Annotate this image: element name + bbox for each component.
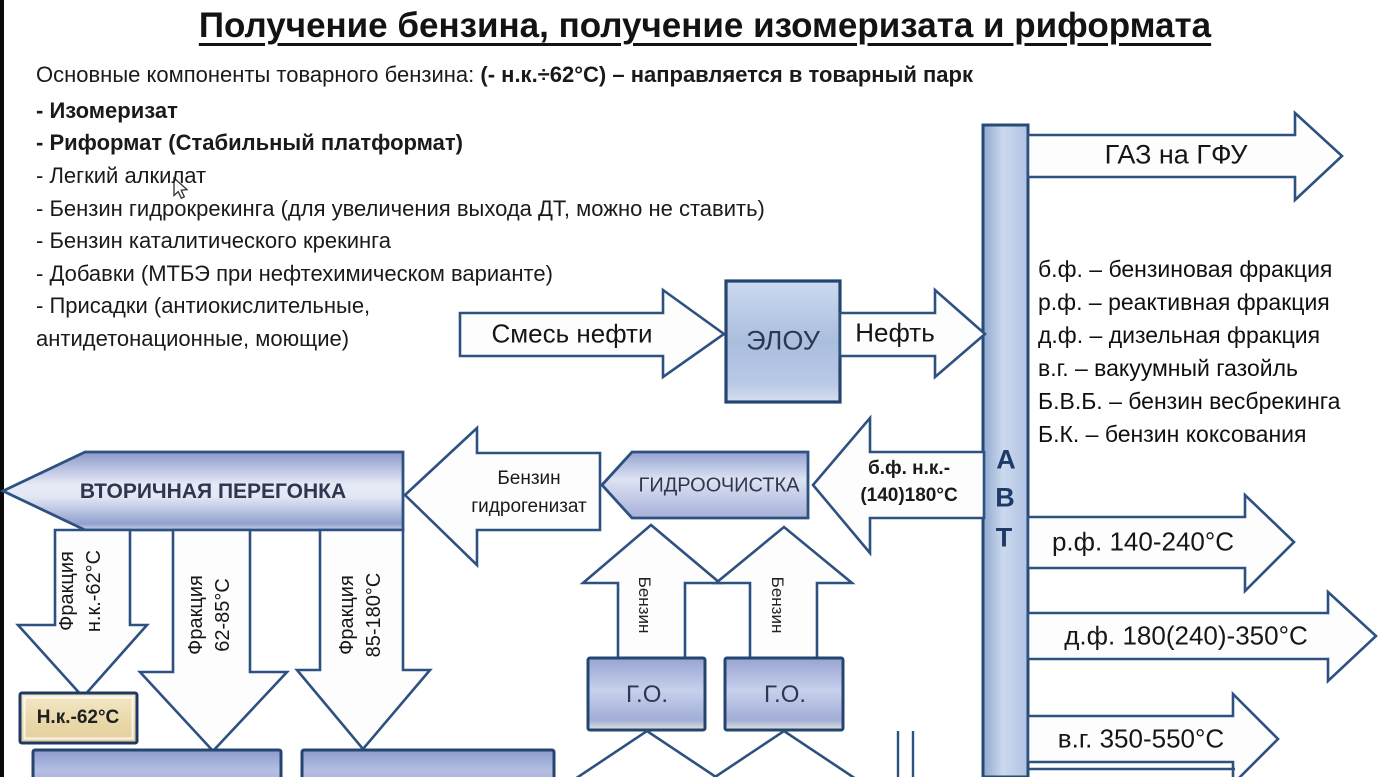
component-item: - Изомеризат bbox=[36, 98, 178, 123]
legend-line: в.г. – вакуумный газойль bbox=[1038, 355, 1298, 381]
component-item: - Риформат (Стабильный платформат) bbox=[36, 130, 463, 155]
fraction-label-line1: Фракция bbox=[56, 551, 78, 631]
go-label-2: Г.О. bbox=[763, 681, 807, 708]
nk62-label: Н.к.-62°С bbox=[36, 707, 120, 728]
vg-label: в.г. 350-550°С bbox=[1057, 723, 1225, 754]
intro-prefix: Основные компоненты товарного бензина: bbox=[36, 62, 481, 87]
bf-to-gidro-arrow bbox=[811, 414, 986, 557]
df-fraction-arrow bbox=[1026, 589, 1378, 685]
oil-mix-arrow bbox=[458, 287, 727, 380]
legend-line: р.ф. – реактивная фракция bbox=[1038, 289, 1330, 315]
legend-line: Б.К. – бензин коксования bbox=[1038, 421, 1307, 447]
go-label-1: Г.О. bbox=[625, 681, 669, 708]
intro-bold: (- н.к.÷62°С) – направляется в товарный … bbox=[480, 62, 973, 87]
fraction-label-line2: 85-180°С bbox=[363, 572, 385, 658]
fraction-nk62-down-arrow bbox=[15, 528, 150, 699]
component-item: - Бензин гидрокрекинга (для увеличения в… bbox=[36, 196, 765, 221]
benzin-up-arrow-2 bbox=[712, 525, 856, 660]
benzin-up-arrow-1 bbox=[579, 523, 724, 660]
gas-to-gfu-arrow bbox=[1026, 110, 1344, 203]
fraction-85-180-label: Фракция 85-180°С bbox=[334, 573, 388, 658]
oil-arrow bbox=[838, 287, 987, 380]
intro-line: Основные компоненты товарного бензина: (… bbox=[36, 62, 973, 88]
benzin-gidrogenizat-label: Бензин гидрогенизат bbox=[471, 465, 587, 521]
gidroochistka-label: ГИДРООЧИСТКА bbox=[638, 474, 800, 497]
nk62-box-shape bbox=[18, 691, 139, 745]
bf-feed-label-line1: б.ф. н.к.- bbox=[867, 458, 951, 479]
bottom-unit-box-1 bbox=[31, 748, 283, 777]
oil-mix-label: Смесь нефти bbox=[491, 318, 653, 349]
benzin-gidrogenizat-line2: гидрогенизат bbox=[471, 496, 587, 517]
bf-feed-label: б.ф. н.к.- (140)180°С bbox=[860, 455, 957, 509]
fraction-62-85-down-arrow bbox=[137, 528, 290, 753]
benzin-gidrogenizat-line1: Бензин bbox=[497, 468, 561, 489]
component-item: - Легкий алкилат bbox=[36, 163, 207, 188]
go-feed-arrowhead-1 bbox=[575, 729, 719, 777]
avt-column-shape bbox=[981, 123, 1030, 777]
df-label: д.ф. 180(240)-350°С bbox=[1064, 620, 1308, 651]
benzin-gidrogenizat-arrow bbox=[403, 425, 602, 569]
rf-label: р.ф. 140-240°С bbox=[1051, 526, 1235, 557]
component-item: - Добавки (МТБЭ при нефтехимическом вари… bbox=[36, 261, 553, 286]
benzin-up-label-1: Бензин bbox=[635, 576, 654, 634]
component-item: - Бензин каталитического крекинга bbox=[36, 228, 391, 253]
gas-to-gfu-label: ГАЗ на ГФУ bbox=[1104, 139, 1248, 170]
vtorichnaya-peregonka-label: ВТОРИЧНАЯ ПЕРЕГОНКА bbox=[79, 480, 347, 503]
fraction-label-line2: 62-85°С bbox=[212, 578, 234, 652]
cut-arrow-tail-lines bbox=[896, 731, 915, 777]
abbreviation-legend: б.ф. – бензиновая фракция р.ф. – реактив… bbox=[1038, 253, 1340, 451]
fraction-label-line1: Фракция bbox=[336, 575, 358, 655]
avt-letter-v: В bbox=[995, 482, 1015, 513]
fraction-85-180-down-arrow bbox=[294, 528, 433, 752]
vg-fraction-arrow bbox=[1026, 690, 1280, 777]
fraction-62-85-label: Фракция 62-85°С bbox=[183, 575, 237, 655]
legend-line: Б.В.Б. – бензин весбрекинга bbox=[1038, 388, 1341, 414]
elou-box-shape bbox=[724, 279, 842, 404]
slide-title: Получение бензина, получение изомеризата… bbox=[198, 6, 1212, 45]
fraction-nk62-label: Фракция н.к.-62°С bbox=[54, 550, 108, 632]
elou-label: ЭЛОУ bbox=[746, 325, 820, 356]
rf-fraction-arrow bbox=[1026, 491, 1296, 595]
nk62-box-inner-stroke bbox=[23, 696, 134, 740]
benzin-up-label-2: Бензин bbox=[768, 576, 787, 634]
oil-label: Нефть bbox=[855, 317, 935, 348]
avt-letter-t: Т bbox=[995, 522, 1013, 553]
fraction-label-line2: н.к.-62°С bbox=[83, 549, 105, 633]
gidroochistka-shape bbox=[600, 450, 810, 520]
legend-line: б.ф. – бензиновая фракция bbox=[1038, 256, 1333, 282]
go-feed-arrowhead-2 bbox=[712, 729, 856, 777]
legend-line: д.ф. – дизельная фракция bbox=[1038, 322, 1321, 348]
video-letterbox-strip bbox=[0, 0, 4, 777]
fraction-label-line1: Фракция bbox=[185, 575, 207, 655]
bf-feed-label-line2: (140)180°С bbox=[860, 485, 958, 506]
mouse-cursor-icon bbox=[173, 176, 189, 200]
bottom-unit-box-2 bbox=[300, 748, 556, 777]
component-item: антидетонационные, моющие) bbox=[36, 326, 350, 351]
vtorichnaya-peregonka-shape bbox=[0, 450, 405, 532]
avt-letter-a: А bbox=[996, 444, 1016, 475]
component-item: - Присадки (антиокислительные, bbox=[36, 293, 371, 318]
